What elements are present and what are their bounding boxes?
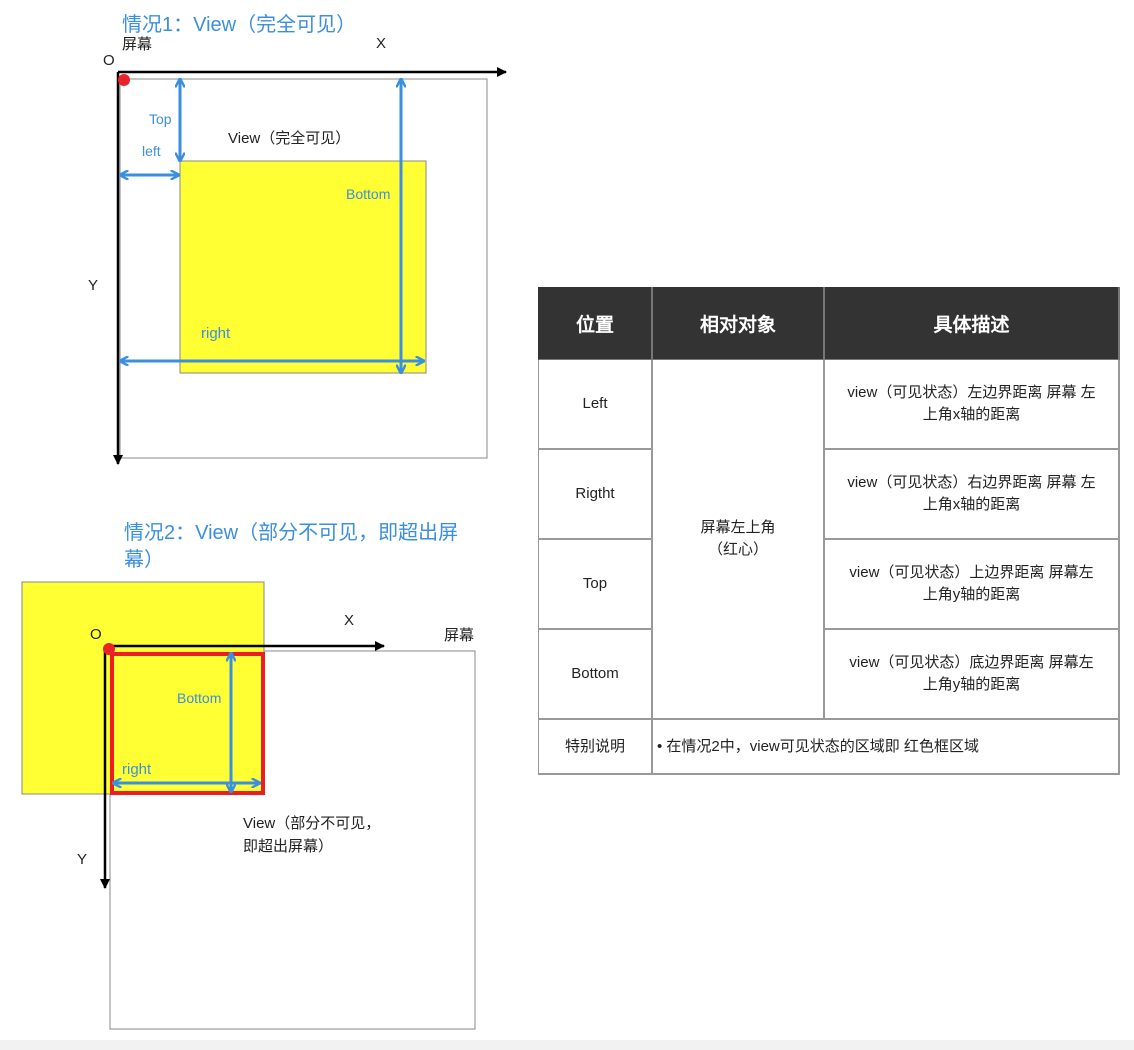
cell-note-text: • 在情况2中，view可见状态的区域即 红色框区域 [653, 720, 1120, 775]
cell-note-label: 特别说明 [538, 720, 653, 775]
table-row: Bottom view（可见状态）底边界距离 屏幕左 上角y轴的距离 [538, 630, 1120, 720]
description-line2: 上角y轴的距离 [922, 676, 1021, 693]
reference-line1: 屏幕左上角 [700, 519, 776, 536]
description-line1: view（可见状态）右边界距离 屏幕 左 [847, 474, 1096, 491]
description-line1: view（可见状态）左边界距离 屏幕 左 [847, 384, 1096, 401]
description-line2: 上角x轴的距离 [922, 496, 1021, 513]
info-table: 位置 相对对象 具体描述 Left 屏幕左上角 （红心） view（可见状态）左… [538, 287, 1120, 775]
case1-right-label: right [201, 325, 231, 342]
case2-view-label-line1: View（部分不可见， [243, 815, 381, 832]
table-header-row: 位置 相对对象 具体描述 [538, 287, 1120, 360]
case2-right-label: right [122, 761, 152, 778]
cell-description: view（可见状态）右边界距离 屏幕 左 上角x轴的距离 [825, 450, 1120, 540]
case1-bottom-label: Bottom [346, 186, 391, 202]
case2-origin-dot [103, 643, 115, 655]
table-row: Left 屏幕左上角 （红心） view（可见状态）左边界距离 屏幕 左 上角x… [538, 360, 1120, 720]
cell-position: Rigtht [538, 450, 653, 540]
case1-screen-label: 屏幕 [122, 36, 153, 53]
description-line1: view（可见状态）底边界距离 屏幕左 [849, 654, 1094, 671]
case2-bottom-label: Bottom [177, 690, 222, 706]
description-line2: 上角x轴的距离 [922, 406, 1021, 423]
case2-visible-frame [110, 652, 265, 795]
header-reference: 相对对象 [653, 287, 825, 360]
case2-title-line2: 幕） [124, 549, 164, 571]
bottom-strip [0, 1040, 1134, 1050]
cell-position: Top [538, 540, 653, 630]
case1-view-label: View（完全可见） [228, 130, 351, 147]
case1-top-label: Top [149, 111, 172, 127]
case2-origin-label: O [90, 626, 102, 643]
cell-reference: 屏幕左上角 （红心） [653, 360, 825, 720]
header-position: 位置 [538, 287, 653, 360]
case2-x-label: X [344, 612, 355, 629]
case1-origin-dot [118, 74, 130, 86]
case1-y-label: Y [88, 277, 99, 294]
case2-screen-label: 屏幕 [444, 627, 475, 644]
description-line1: view（可见状态）上边界距离 屏幕左 [849, 564, 1094, 581]
header-description: 具体描述 [825, 287, 1120, 360]
case1-origin-label: O [103, 52, 115, 69]
cell-position: Left [538, 360, 653, 450]
case2-y-label: Y [77, 851, 88, 868]
cell-description: view（可见状态）左边界距离 屏幕 左 上角x轴的距离 [825, 360, 1120, 450]
table-row: Top view（可见状态）上边界距离 屏幕左 上角y轴的距离 [538, 540, 1120, 630]
case1-x-label: X [376, 35, 387, 52]
case2-view-rect [21, 581, 265, 795]
case1-title: 情况1：View（完全可见） [122, 14, 357, 36]
cell-description: view（可见状态）底边界距离 屏幕左 上角y轴的距离 [825, 630, 1120, 720]
case1-view-rect [179, 160, 427, 374]
cell-position: Bottom [538, 630, 653, 720]
table-row: Rigtht view（可见状态）右边界距离 屏幕 左 上角x轴的距离 [538, 450, 1120, 540]
cell-description: view（可见状态）上边界距离 屏幕左 上角y轴的距离 [825, 540, 1120, 630]
table-row: 特别说明 • 在情况2中，view可见状态的区域即 红色框区域 [538, 720, 1120, 775]
case1-left-label: left [142, 143, 161, 159]
case2-title-line1: 情况2：View（部分不可见，即超出屏 [124, 522, 459, 544]
case2-view-label-line2: 即超出屏幕） [243, 838, 334, 855]
reference-line2: （红心） [707, 541, 768, 558]
description-line2: 上角y轴的距离 [922, 586, 1021, 603]
